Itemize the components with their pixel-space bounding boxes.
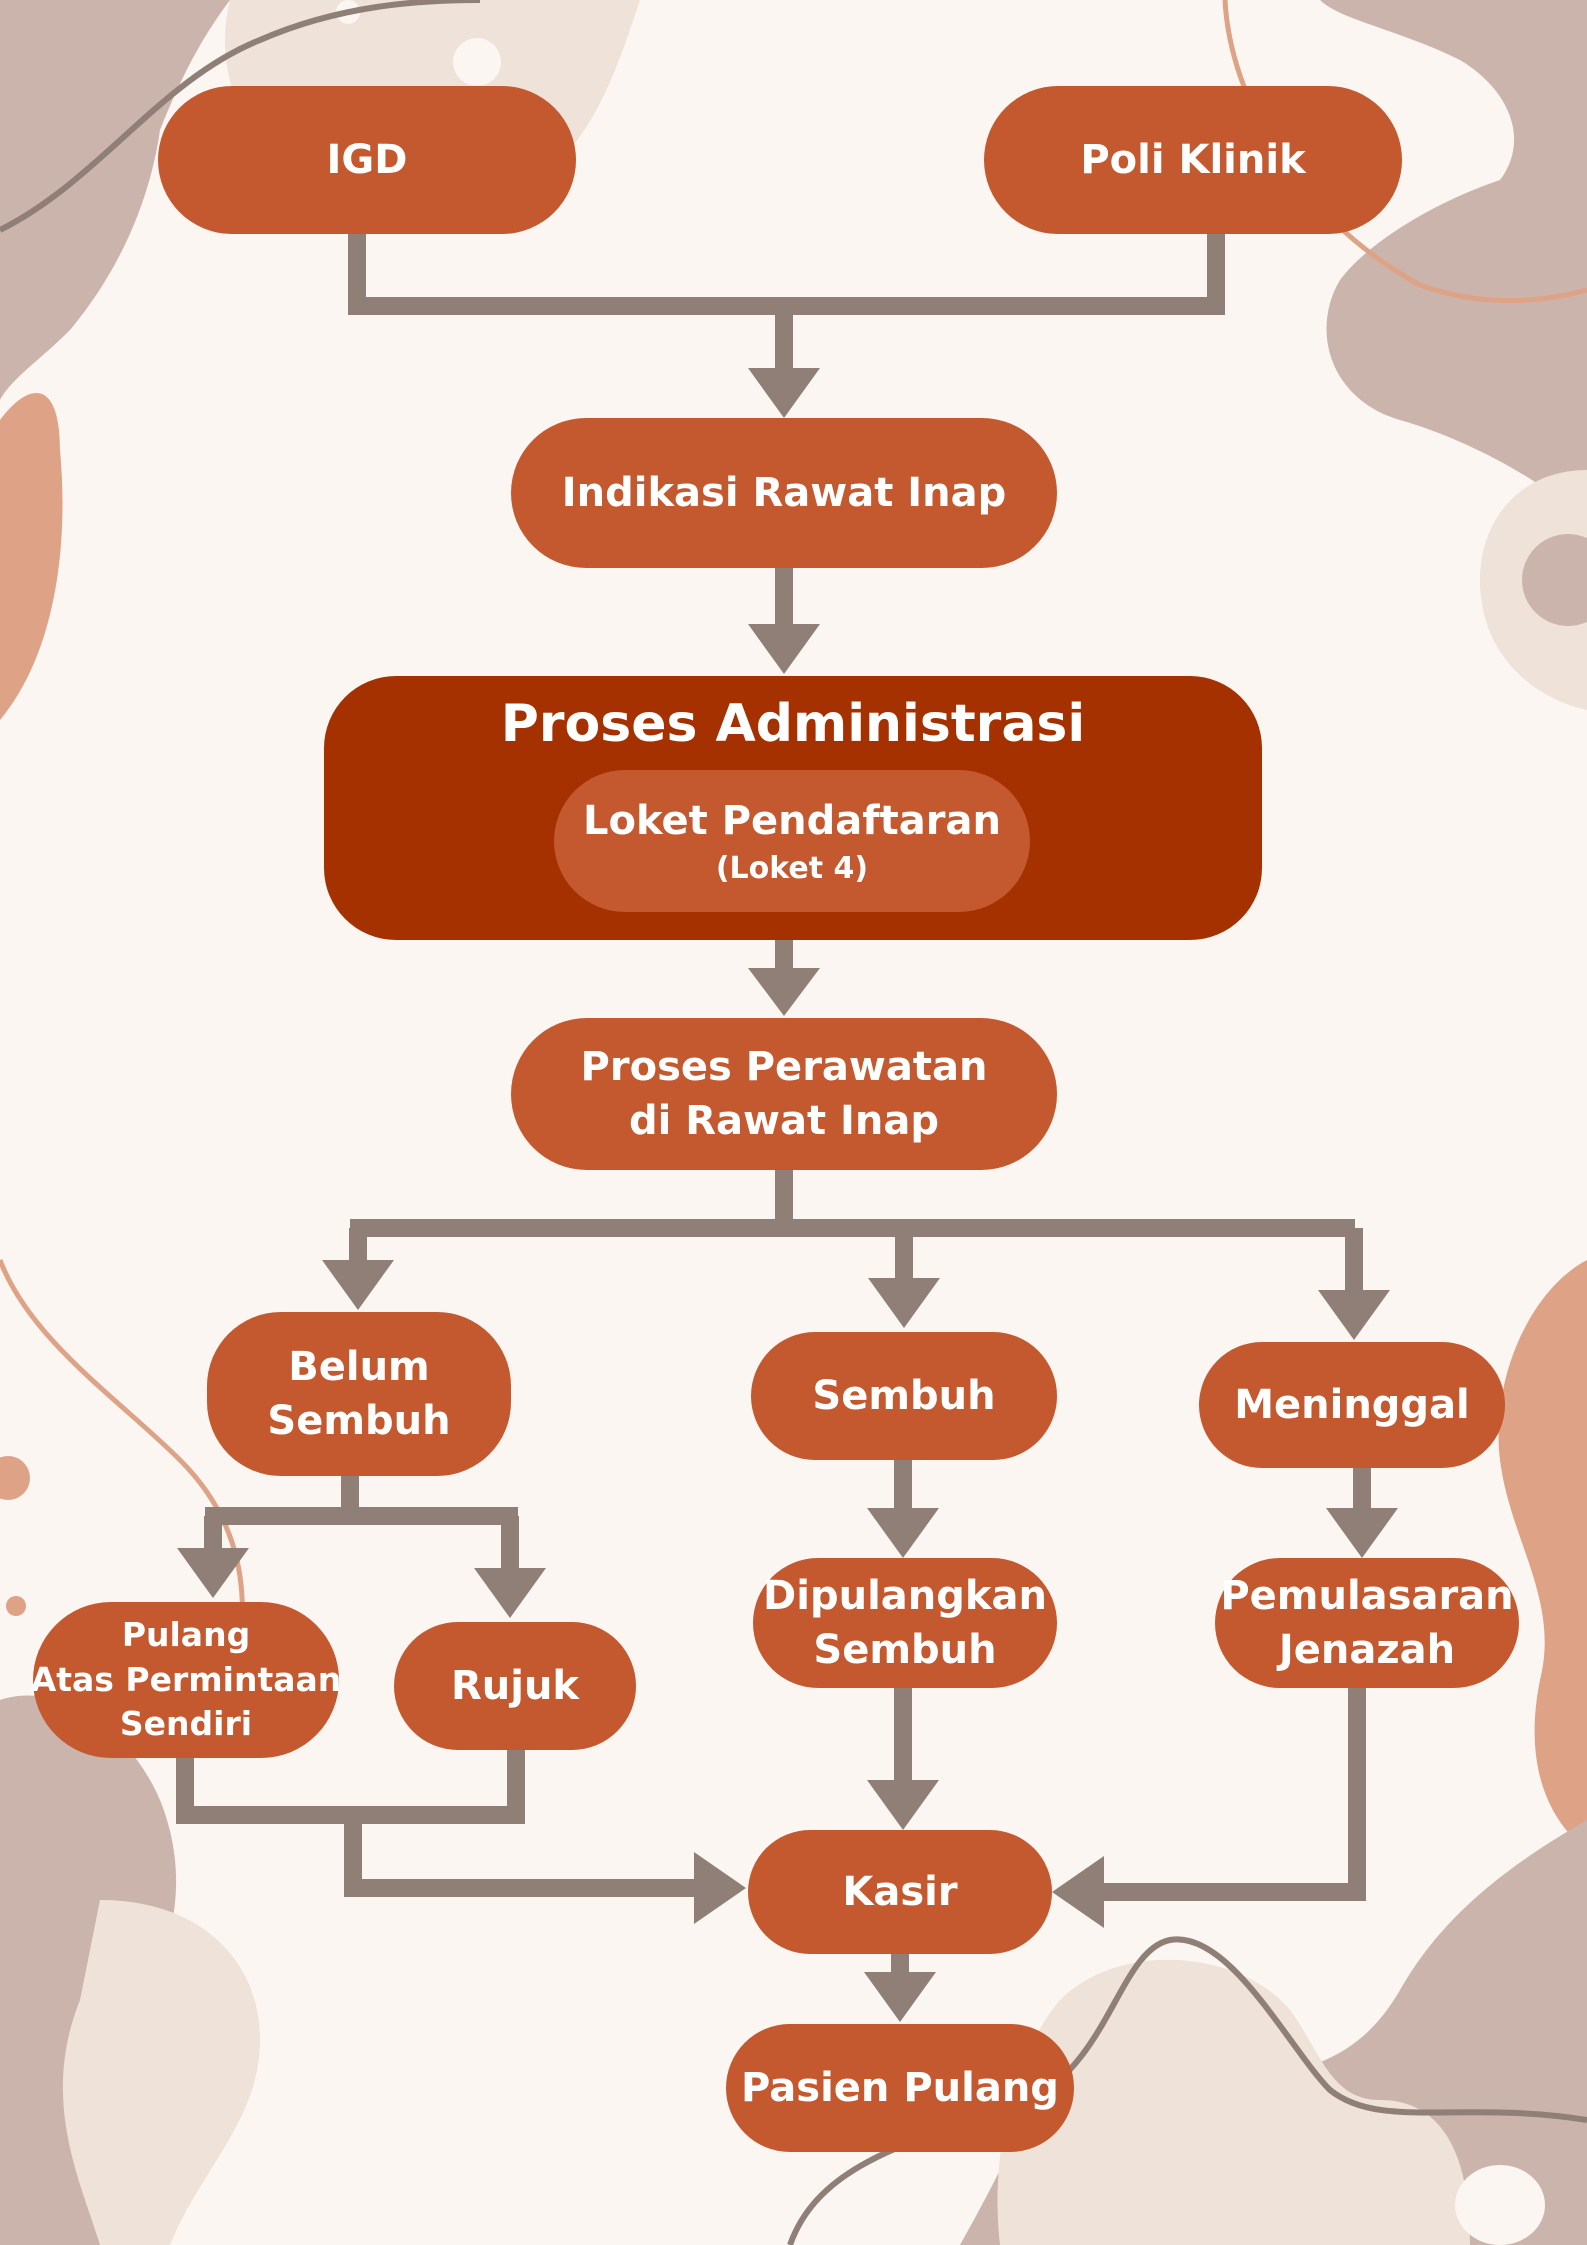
node-indikasi-label: Indikasi Rawat Inap — [561, 469, 1007, 516]
arrowhead — [177, 1548, 249, 1598]
node-pulang-aps: Pulang Atas Permintaan Sendiri — [30, 1602, 342, 1758]
node-proses-perawatan: Proses Perawatan di Rawat Inap — [511, 1018, 1057, 1170]
node-igd-label: IGD — [326, 136, 408, 183]
arrowhead — [867, 1508, 939, 1558]
proses-administrasi-title: Proses Administrasi — [500, 694, 1086, 754]
proses-administrasi-box: Proses Administrasi Loket Pendaftaran (L… — [324, 676, 1262, 940]
node-dipulangkan-sembuh: Dipulangkan Sembuh — [753, 1558, 1057, 1688]
node-kasir-label: Kasir — [842, 1868, 958, 1915]
node-kasir: Kasir — [748, 1830, 1052, 1954]
node-sembuh: Sembuh — [751, 1332, 1057, 1460]
node-perawatan-line-1: Proses Perawatan — [580, 1043, 988, 1090]
node-belum-sembuh: Belum Sembuh — [207, 1312, 511, 1476]
node-pemulasaran-line-1: Pemulasaran — [1220, 1572, 1514, 1619]
node-pasien-pulang-label: Pasien Pulang — [741, 2064, 1059, 2111]
arrowhead — [322, 1260, 394, 1310]
node-pulang-line-2: Atas Permintaan — [30, 1659, 342, 1699]
node-rujuk: Rujuk — [394, 1622, 636, 1750]
node-loket-label: Loket Pendaftaran — [583, 798, 1001, 845]
arrowhead — [474, 1568, 546, 1618]
arrowhead — [748, 968, 820, 1016]
node-pasien-pulang: Pasien Pulang — [726, 2024, 1074, 2152]
node-loket-pendaftaran: Loket Pendaftaran (Loket 4) — [554, 770, 1030, 912]
arrowhead — [748, 624, 820, 674]
node-pemulasaran-jenazah: Pemulasaran Jenazah — [1215, 1558, 1519, 1688]
arrowhead — [867, 1780, 939, 1830]
connector-pemulasaran-kasir — [1098, 1688, 1366, 1901]
node-pulang-line-1: Pulang — [121, 1614, 251, 1654]
node-meninggal-label: Meninggal — [1234, 1381, 1470, 1428]
arrowhead — [748, 368, 820, 418]
node-igd: IGD — [158, 86, 576, 234]
arrowhead — [864, 1972, 936, 2022]
node-belum-line-2: Sembuh — [267, 1398, 451, 1444]
node-meninggal: Meninggal — [1199, 1342, 1505, 1468]
node-poli-klinik: Poli Klinik — [984, 86, 1402, 234]
arrowhead — [1318, 1290, 1390, 1340]
node-dipulangkan-line-1: Dipulangkan — [763, 1572, 1047, 1619]
arrowhead — [1052, 1856, 1104, 1928]
node-pulang-line-3: Sendiri — [119, 1704, 253, 1744]
node-dipulangkan-line-2: Sembuh — [813, 1627, 997, 1673]
arrowhead — [694, 1852, 746, 1924]
connector-belum-branch — [205, 1476, 518, 1525]
node-sembuh-label: Sembuh — [812, 1372, 996, 1419]
node-poli-klinik-label: Poli Klinik — [1080, 136, 1306, 183]
node-loket-sub-label: (Loket 4) — [715, 850, 869, 886]
connector-igd-poli-merge — [348, 232, 1225, 315]
connector-perawatan-branch — [350, 1170, 1355, 1237]
node-perawatan-line-2: di Rawat Inap — [628, 1098, 940, 1144]
node-pemulasaran-line-2: Jenazah — [1278, 1627, 1456, 1673]
arrowhead — [1326, 1508, 1398, 1558]
node-belum-line-1: Belum — [288, 1343, 430, 1390]
connector-pulang-rujuk-kasir — [176, 1742, 698, 1897]
node-indikasi-rawat-inap: Indikasi Rawat Inap — [511, 418, 1057, 568]
node-rujuk-label: Rujuk — [450, 1662, 580, 1709]
arrowhead — [868, 1278, 940, 1328]
